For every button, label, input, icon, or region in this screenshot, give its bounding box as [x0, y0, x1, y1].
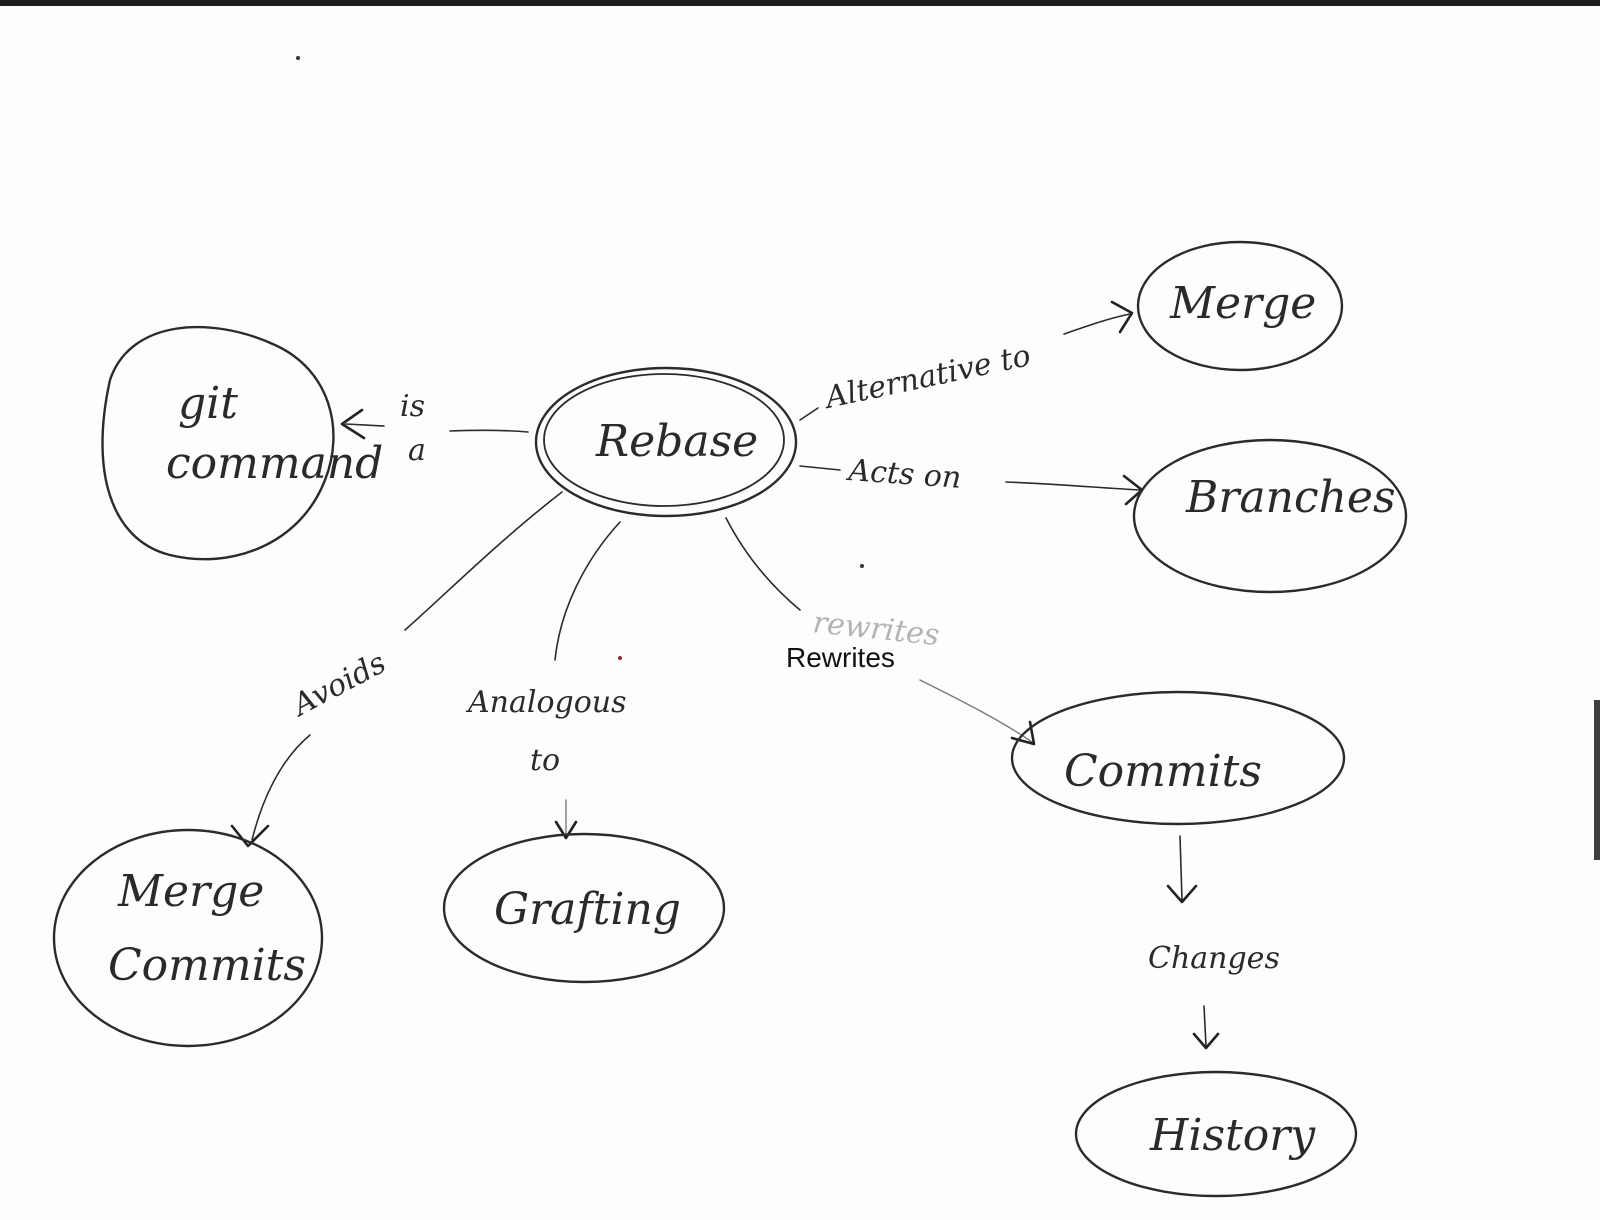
edge-label-analogous: Analogous [465, 685, 627, 720]
node-history: History [1074, 1070, 1358, 1198]
node-outline-merge [1136, 240, 1344, 372]
edge-line-acts-on [799, 465, 841, 471]
node-grafting: Grafting [442, 832, 726, 984]
node-outline-rebase [534, 366, 798, 518]
ink-speck [618, 656, 622, 660]
edge-label-rewrites-typed: Rewrites [786, 642, 895, 673]
edge-line-is-a [449, 429, 529, 433]
arrowhead-grafting [554, 820, 578, 840]
edge-label-avoids: Avoids [285, 645, 392, 724]
arrowhead-git-command [340, 408, 366, 440]
node-label-branches: Branches [1185, 472, 1396, 523]
edge-line-avoids [404, 491, 563, 631]
arrowhead-merge-commits [230, 824, 270, 848]
edge-line-is-a-tail [345, 423, 385, 427]
node-label-history: History [1149, 1110, 1316, 1161]
node-outline-git-command [101, 325, 335, 561]
edge-line-alternative-to [799, 407, 819, 421]
edge-line-alternative-to-tail [1063, 313, 1131, 335]
node-label-grafting: Grafting [494, 884, 681, 935]
node-label-merge: Merge [1169, 278, 1316, 329]
node-merge-commits: Merge Commits [52, 828, 324, 1048]
node-label-commits: Commits [108, 940, 306, 991]
paper-right-edge [1594, 700, 1600, 860]
node-outline-rebase-inner [543, 373, 785, 507]
paper-top-edge [0, 0, 1600, 6]
edge-label-a: a [408, 433, 426, 468]
node-label-merge: Merge [117, 866, 264, 917]
edge-label-is: is [400, 389, 425, 424]
node-merge: Merge [1136, 240, 1344, 372]
edge-line-changes-history [1203, 1005, 1207, 1047]
arrowhead-merge [1110, 300, 1134, 334]
node-outline-commits [1010, 690, 1346, 826]
node-outline-grafting [442, 832, 726, 984]
node-branches: Branches [1132, 438, 1408, 594]
edge-line-rewrites-tail [919, 679, 1033, 743]
ink-speck [296, 56, 300, 60]
node-label-rebase: Rebase [595, 416, 758, 467]
edge-line-rewrites [725, 517, 801, 611]
node-rebase: Rebase [534, 366, 798, 518]
edge-label-to: to [530, 743, 560, 778]
node-label-git: git [178, 378, 238, 429]
arrowhead-changes [1166, 884, 1198, 904]
node-outline-history [1074, 1070, 1358, 1198]
edge-line-avoids-tail [251, 734, 311, 841]
edge-label-changes: Changes [1148, 941, 1280, 976]
edge-label-acts-on: Acts on [844, 453, 962, 496]
arrowhead-history [1192, 1032, 1220, 1050]
edge-line-commits-changes [1179, 835, 1183, 901]
edge-label-alternative-to: Alternative to [819, 338, 1033, 416]
ink-speck [860, 564, 864, 568]
node-label-command: command [166, 438, 383, 489]
node-outline-branches [1132, 438, 1408, 594]
edge-line-acts-on-tail [1005, 481, 1141, 491]
node-commits: Commits [1010, 690, 1346, 826]
node-outline-merge-commits [52, 828, 324, 1048]
node-label-commits: Commits [1064, 746, 1262, 797]
node-git-command: git command [101, 325, 383, 561]
edge-line-analogous-to [554, 521, 621, 661]
